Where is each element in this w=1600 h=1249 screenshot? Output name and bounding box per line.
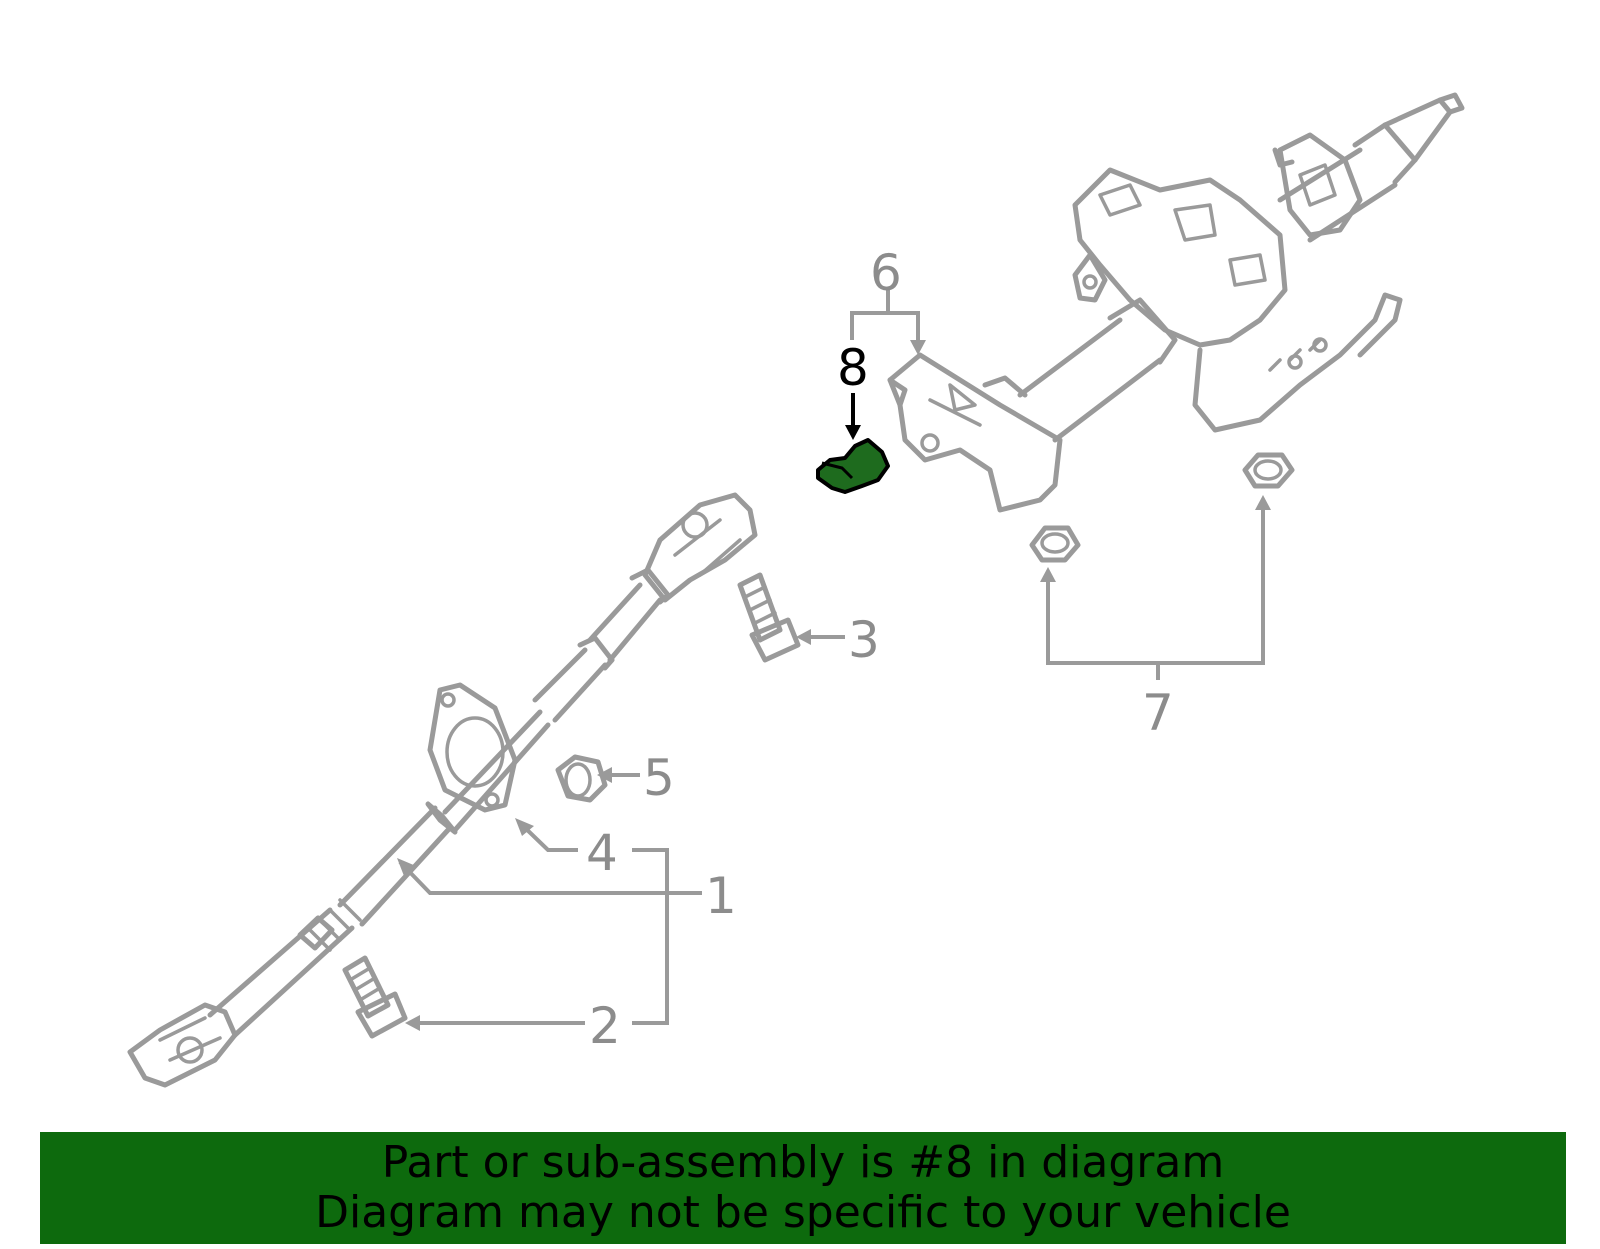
nut-7-right bbox=[1242, 452, 1295, 489]
leader-1 bbox=[398, 860, 702, 895]
intermediate-shaft bbox=[127, 492, 758, 1088]
shaft-boot bbox=[427, 682, 518, 813]
arrow-7a bbox=[1040, 567, 1056, 582]
leader-7 bbox=[1046, 502, 1265, 680]
parts-diagram: 1 2 3 4 5 6 7 8 bbox=[127, 92, 1465, 1088]
arrow-6 bbox=[910, 340, 926, 355]
bolt-3 bbox=[737, 572, 801, 663]
arrow-4 bbox=[515, 818, 534, 836]
callout-1: 1 bbox=[705, 867, 737, 925]
arrow-1 bbox=[397, 858, 416, 876]
bracket-1-4-2 bbox=[632, 848, 669, 1025]
leader-6 bbox=[850, 290, 920, 347]
nut-7-left bbox=[1029, 525, 1081, 563]
callout-4: 4 bbox=[586, 824, 618, 882]
highlighted-part-8 bbox=[816, 438, 890, 494]
arrow-2 bbox=[405, 1015, 420, 1031]
callout-3: 3 bbox=[848, 611, 880, 669]
callout-2: 2 bbox=[589, 997, 621, 1055]
arrow-8 bbox=[845, 425, 861, 440]
leader-4 bbox=[518, 821, 578, 852]
callout-8: 8 bbox=[837, 339, 869, 397]
arrow-3 bbox=[796, 629, 811, 645]
callout-7: 7 bbox=[1142, 684, 1174, 742]
nut-5 bbox=[555, 754, 608, 803]
bolt-2 bbox=[342, 955, 408, 1039]
arrow-7b bbox=[1255, 495, 1271, 510]
info-banner: Part or sub-assembly is #8 in diagram Di… bbox=[40, 1132, 1566, 1244]
callout-6: 6 bbox=[870, 244, 902, 302]
banner-line-1: Part or sub-assembly is #8 in diagram bbox=[381, 1137, 1225, 1188]
steering-column bbox=[887, 92, 1465, 513]
arrow-5 bbox=[597, 767, 612, 783]
callout-5: 5 bbox=[643, 749, 675, 807]
banner-line-2: Diagram may not be specific to your vehi… bbox=[315, 1187, 1291, 1238]
